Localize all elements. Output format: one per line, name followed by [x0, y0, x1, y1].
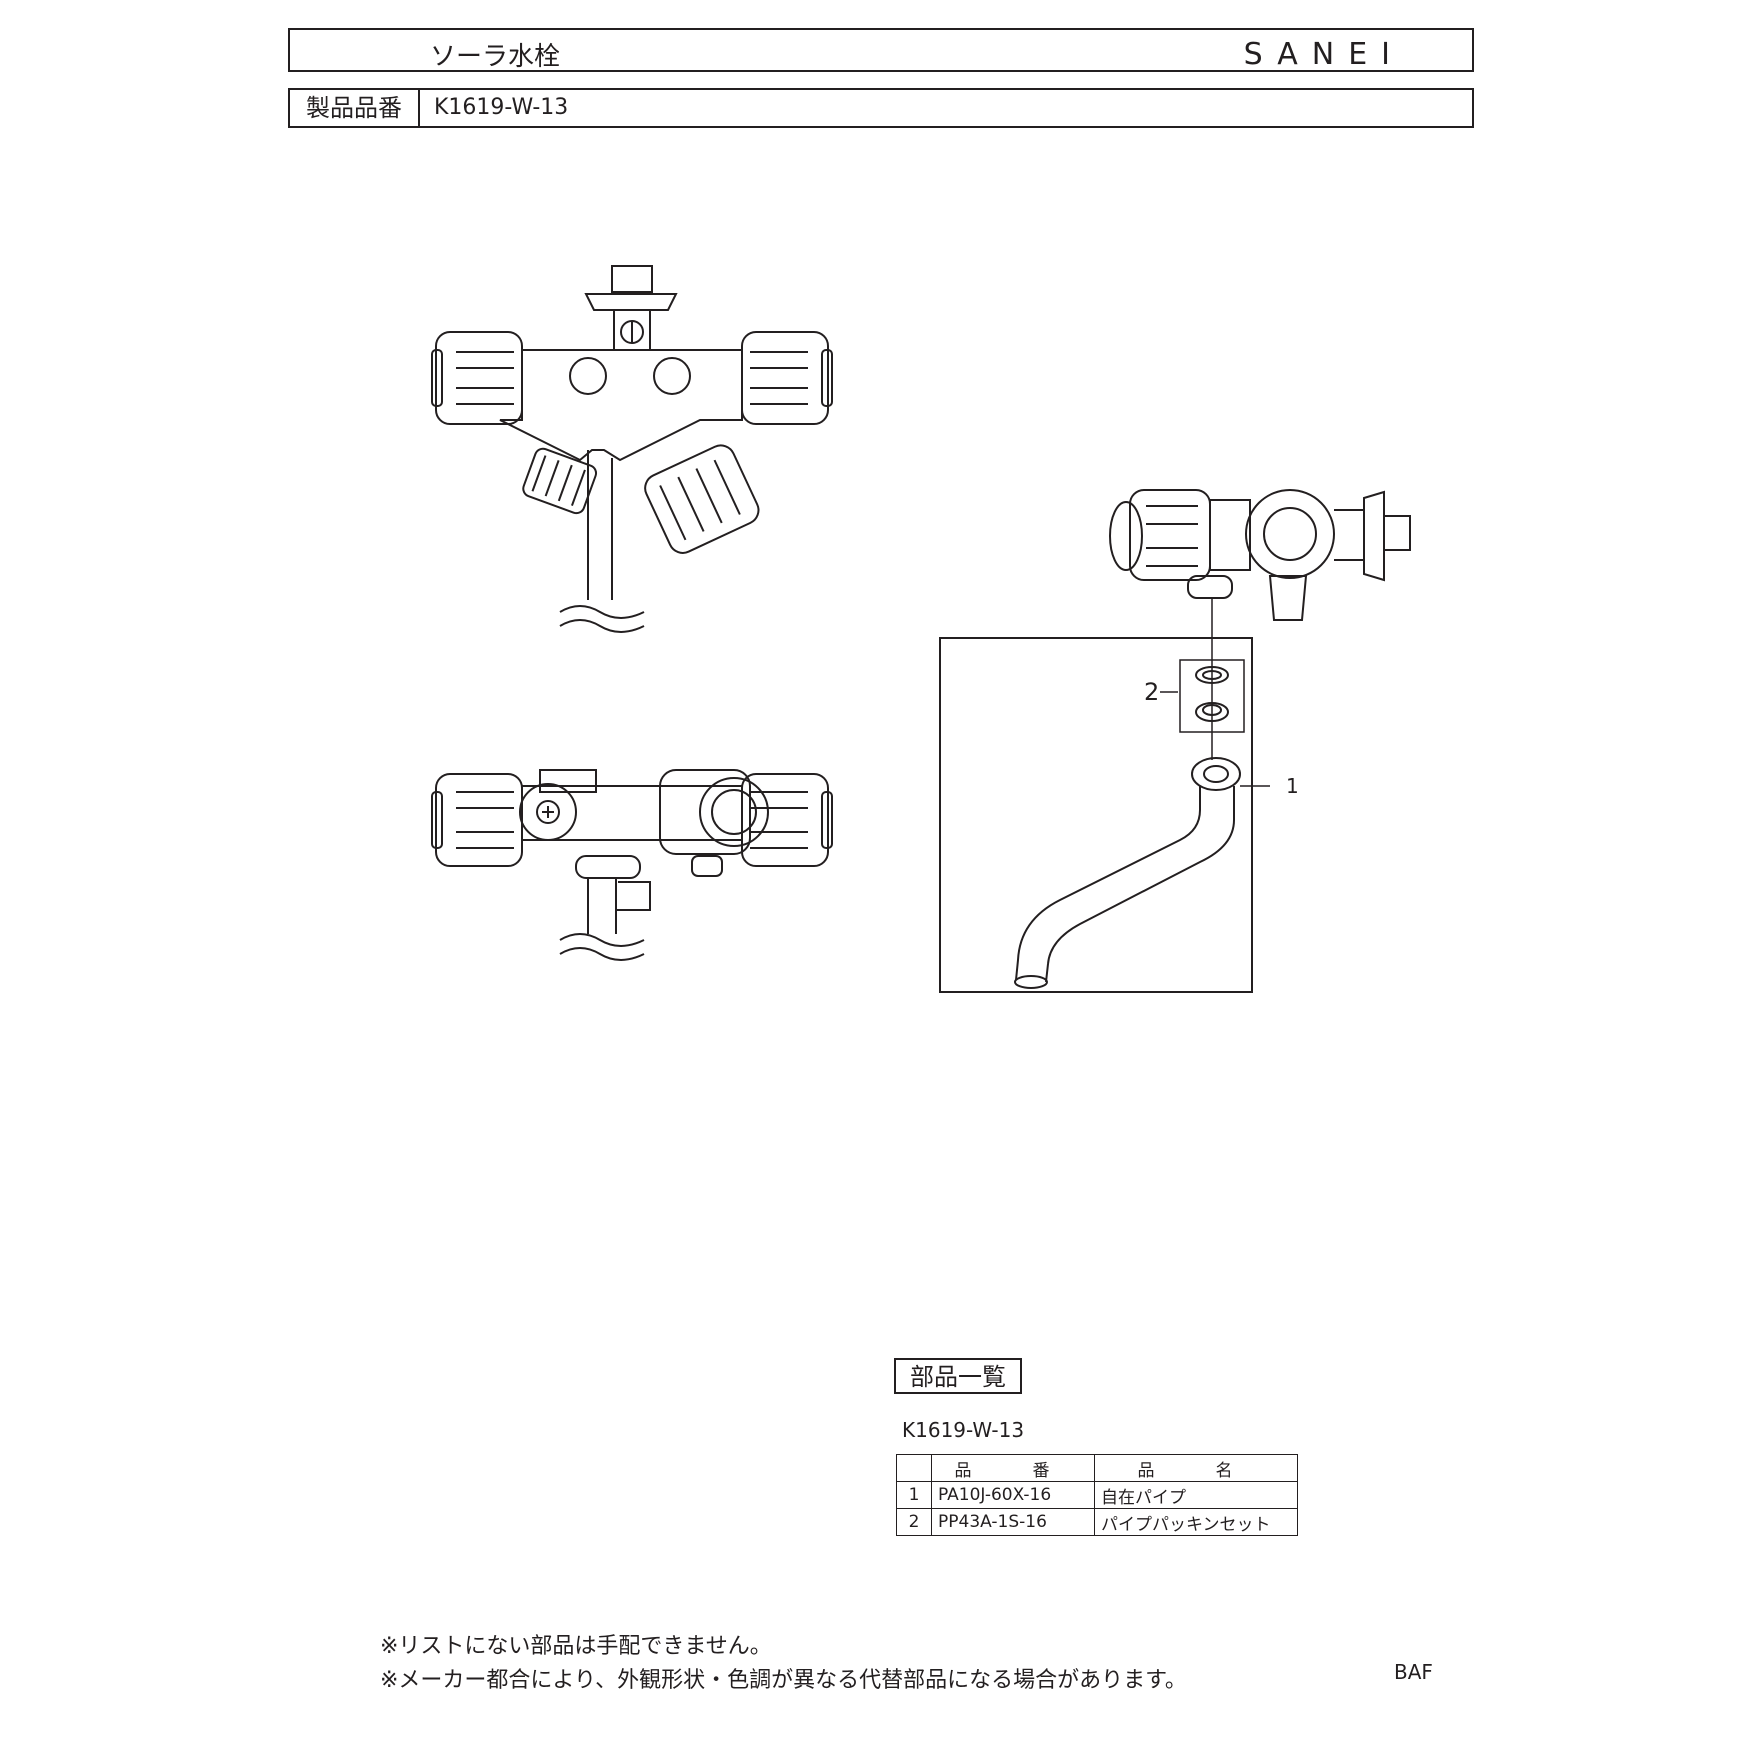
part-number-bar: 製品品番 K1619-W-13: [288, 88, 1474, 128]
packing-upper: [1195, 666, 1229, 684]
brand-logo: SANEI: [1243, 37, 1404, 72]
callout-1: 1: [1286, 774, 1299, 798]
parts-list-heading: 部品一覧: [894, 1358, 1022, 1394]
part-number-value: K1619-W-13: [434, 95, 569, 120]
parts-table: 品 番 品 名 1 PA10J-60X-16 自在パイプ 2 PP43A-1S-…: [896, 1454, 1298, 1536]
packing-lower: [1195, 702, 1229, 722]
row-part-name: パイプパッキンセット: [1094, 1508, 1298, 1536]
column-header: 品 番: [931, 1454, 1095, 1482]
row-part-number: PA10J-60X-16: [931, 1481, 1095, 1509]
title-bar: ソーラ水栓 SANEI: [288, 28, 1474, 72]
table-row: 2 PP43A-1S-16 パイプパッキンセット: [896, 1508, 1298, 1536]
packing-box: [1179, 659, 1245, 733]
product-name: ソーラ水栓: [430, 42, 561, 72]
notes: ※リストにない部品は手配できません。 ※メーカー都合により、外観形状・色調が異な…: [380, 1630, 1187, 1698]
row-part-number: PP43A-1S-16: [931, 1508, 1095, 1536]
parts-list-model: K1619-W-13: [902, 1418, 1025, 1442]
exploded-box: [939, 637, 1253, 993]
faucet-front-view: [431, 769, 833, 961]
faucet-top-view: [431, 265, 833, 633]
row-number: 1: [896, 1481, 932, 1509]
spout-pipe: [1014, 757, 1241, 989]
table-row: 1 PA10J-60X-16 自在パイプ: [896, 1481, 1298, 1509]
note-line: ※リストにない部品は手配できません。: [380, 1634, 772, 1659]
faucet-side-view: [1109, 489, 1411, 760]
part-number-label: 製品品番: [290, 90, 420, 126]
column-header: 品 名: [1094, 1454, 1298, 1482]
row-part-name: 自在パイプ: [1094, 1481, 1298, 1509]
note-line: ※メーカー都合により、外観形状・色調が異なる代替部品になる場合があります。: [380, 1668, 1187, 1693]
row-number: 2: [896, 1508, 932, 1536]
column-header: [896, 1454, 932, 1482]
table-header-row: 品 番 品 名: [896, 1454, 1298, 1482]
callout-2: 2: [1144, 678, 1160, 706]
document-code: BAF: [1394, 1660, 1433, 1684]
